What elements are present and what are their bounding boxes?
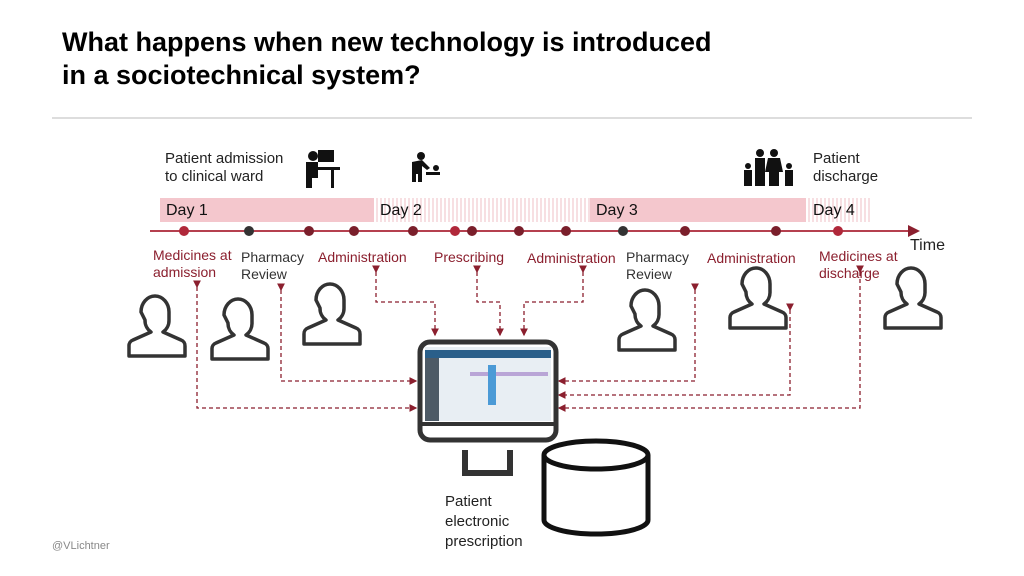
caregiver-icon [412,152,440,182]
desk-computer-icon [306,150,340,188]
step-administration-2: Administration [527,250,616,266]
day-2-label: Day 2 [380,202,422,219]
system-label-line1: Patient [445,493,492,510]
step-label: admission [153,264,217,280]
event-admission-line1: Patient admission [165,150,284,167]
page-title: What happens when new technology is intr… [62,26,712,92]
family-icon [744,149,793,186]
system-label: Patient electronic prescription [445,492,523,552]
step-label: Pharmacy [241,249,305,265]
system-label-line3: prescription [445,533,523,550]
day1-band [160,198,374,222]
step-label: Review [241,266,287,282]
step-label: Medicines at [153,247,232,263]
monitor-icon [417,339,559,476]
system-label-line2: electronic [445,513,510,530]
author-credit: @VLichtner [52,540,110,552]
event-discharge-line2: discharge [813,168,879,185]
day-4-label: Day 4 [813,202,855,219]
time-axis-label: Time [910,237,945,254]
timeline-dots [179,226,843,236]
step-administration-3: Administration [707,250,796,266]
title-line-1: What happens when new technology is intr… [62,27,712,57]
step-label: discharge [819,265,880,281]
data-flow-arrows [193,265,864,412]
step-administration-1: Administration [318,249,407,265]
title-line-2: in a sociotechnical system? [62,60,421,90]
step-label: Review [626,266,672,282]
step-prescribing: Prescribing [434,249,505,265]
day2-band [374,198,590,222]
day-3-label: Day 3 [596,202,638,219]
step-label: Pharmacy [626,249,690,265]
event-discharge-line1: Patient [813,150,860,167]
step-label: Medicines at [819,248,898,264]
day3-band [590,198,806,222]
day-1-label: Day 1 [166,202,208,219]
day4-band [806,198,870,222]
database-icon [541,438,651,537]
event-admission-line2: to clinical ward [165,168,264,185]
